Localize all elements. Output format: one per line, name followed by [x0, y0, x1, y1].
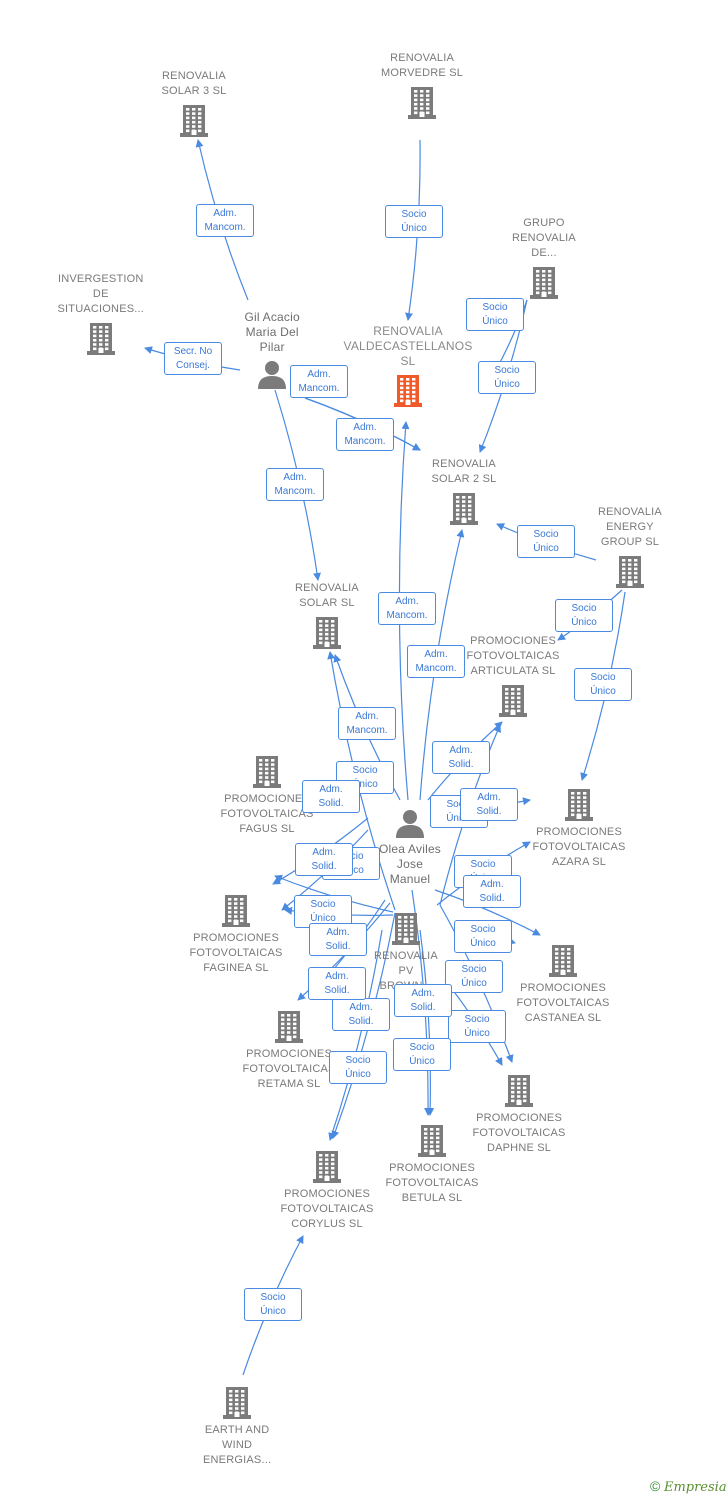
edge-label[interactable]: Adm. Solid. [302, 780, 360, 813]
building-icon [418, 1123, 447, 1157]
edge-label[interactable]: Adm. Solid. [295, 843, 353, 876]
building-icon [449, 491, 478, 525]
building-icon [565, 787, 594, 821]
node-label: PROMOCIONES FOTOVOLTAICAS FAGUS SL [220, 793, 314, 835]
edge-label[interactable]: Adm. Mancom. [338, 707, 396, 740]
edge-label[interactable]: Socio Único [555, 599, 613, 632]
node-label: RENOVALIA SOLAR SL [295, 582, 359, 609]
node-label: Gil Acacio Maria Del Pilar [244, 310, 300, 354]
building-icon [86, 321, 115, 355]
edge-pvbrown-betula [419, 929, 435, 1116]
node-label: INVERGESTION DE SITUACIONES... [57, 273, 145, 315]
edge-label[interactable]: Socio Único [294, 895, 352, 928]
edge-label[interactable]: Socio Único [244, 1288, 302, 1321]
edge-label[interactable]: Socio Único [393, 1038, 451, 1071]
node-label: RENOVALIA VALDECASTELLANOS SL [343, 324, 473, 368]
node-label: PROMOCIONES FOTOVOLTAICAS ARTICULATA SL [466, 635, 560, 677]
edge-label[interactable]: Adm. Mancom. [336, 418, 394, 451]
edge-label[interactable]: Adm. Mancom. [407, 645, 465, 678]
building-icon [529, 265, 558, 299]
building-icon [499, 683, 528, 717]
node-earth[interactable]: EARTH AND WIND ENERGIAS... [203, 1385, 271, 1468]
node-label: RENOVALIA SOLAR 3 SL [161, 70, 227, 97]
edge-label[interactable]: Adm. Solid. [308, 967, 366, 1000]
node-pvbrown[interactable]: RENOVALIA PV BROWN... [374, 911, 438, 994]
node-grupo[interactable]: GRUPO RENOVALIA DE... [512, 216, 576, 299]
building-icon [394, 373, 423, 407]
node-betula[interactable]: PROMOCIONES FOTOVOLTAICAS BETULA SL [386, 1123, 479, 1206]
person-icon [395, 808, 425, 838]
edge-label[interactable]: Adm. Solid. [309, 923, 367, 956]
node-label: PROMOCIONES FOTOVOLTAICAS DAPHNE SL [472, 1112, 566, 1154]
node-solar2[interactable]: RENOVALIA SOLAR 2 SL [432, 457, 497, 525]
node-label: PROMOCIONES FOTOVOLTAICAS BETULA SL [385, 1162, 479, 1204]
building-icon [179, 103, 208, 137]
node-label: PROMOCIONES FOTOVOLTAICAS CORYLUS SL [280, 1188, 374, 1230]
node-faginea[interactable]: PROMOCIONES FOTOVOLTAICAS FAGINEA SL [190, 893, 283, 976]
node-label: PROMOCIONES FOTOVOLTAICAS CASTANEA SL [516, 982, 610, 1024]
edge-olea-castanea [434, 889, 541, 936]
node-corylus[interactable]: PROMOCIONES FOTOVOLTAICAS CORYLUS SL [281, 1149, 374, 1232]
node-label: PROMOCIONES FOTOVOLTAICAS FAGINEA SL [189, 932, 283, 974]
edge-label[interactable]: Adm. Mancom. [290, 365, 348, 398]
node-retama[interactable]: PROMOCIONES FOTOVOLTAICAS RETAMA SL [243, 1009, 336, 1092]
building-icon [312, 615, 341, 649]
node-label: PROMOCIONES FOTOVOLTAICAS RETAMA SL [242, 1048, 336, 1090]
edge-label[interactable]: Socio Único [574, 668, 632, 701]
building-icon [408, 85, 437, 119]
node-label: RENOVALIA SOLAR 2 SL [431, 458, 497, 485]
node-label: RENOVALIA MORVEDRE SL [381, 52, 464, 79]
edge-label[interactable]: Socio Único [478, 361, 536, 394]
edge-label[interactable]: Socio Único [445, 960, 503, 993]
edge-label[interactable]: Adm. Mancom. [266, 468, 324, 501]
node-label: RENOVALIA ENERGY GROUP SL [598, 506, 662, 548]
edge-label[interactable]: Adm. Mancom. [196, 204, 254, 237]
node-label: EARTH AND WIND ENERGIAS... [203, 1424, 272, 1466]
edge-label[interactable]: Adm. Solid. [463, 875, 521, 908]
brand-logo: Empresia [663, 1480, 727, 1495]
node-energy[interactable]: RENOVALIA ENERGY GROUP SL [598, 505, 662, 588]
building-icon [275, 1009, 304, 1043]
node-olea[interactable]: Olea Aviles Jose Manuel [379, 808, 441, 887]
node-label: GRUPO RENOVALIA DE... [512, 217, 576, 259]
node-morvedre[interactable]: RENOVALIA MORVEDRE SL [381, 51, 463, 119]
edge-label[interactable]: Adm. Solid. [432, 741, 490, 774]
edge-label[interactable]: Socio Único [385, 205, 443, 238]
node-invergestion[interactable]: INVERGESTION DE SITUACIONES... [58, 272, 145, 355]
edge-label[interactable]: Adm. Mancom. [378, 592, 436, 625]
edge-label[interactable]: Socio Único [329, 1051, 387, 1084]
node-label: Olea Aviles Jose Manuel [379, 842, 442, 886]
node-articulata[interactable]: PROMOCIONES FOTOVOLTAICAS ARTICULATA SL [467, 634, 560, 717]
node-gil[interactable]: Gil Acacio Maria Del Pilar [245, 310, 300, 389]
node-daphne[interactable]: PROMOCIONES FOTOVOLTAICAS DAPHNE SL [473, 1073, 566, 1156]
node-fagus[interactable]: PROMOCIONES FOTOVOLTAICAS FAGUS SL [221, 754, 314, 837]
edge-label[interactable]: Adm. Solid. [460, 788, 518, 821]
building-icon [391, 911, 420, 945]
edge-label[interactable]: Socio Único [517, 525, 575, 558]
node-solar[interactable]: RENOVALIA SOLAR SL [295, 581, 359, 649]
node-valdecastellanos[interactable]: RENOVALIA VALDECASTELLANOS SL [344, 324, 473, 407]
edge-label[interactable]: Secr. No Consej. [164, 342, 222, 375]
copyright-symbol: © [650, 1478, 661, 1494]
person-icon [257, 359, 287, 389]
building-icon [223, 1385, 252, 1419]
building-icon [505, 1073, 534, 1107]
footer: © Empresia [650, 1478, 727, 1495]
edge-pvbrown-corylus [328, 929, 383, 1141]
building-icon [615, 554, 644, 588]
node-azara[interactable]: PROMOCIONES FOTOVOLTAICAS AZARA SL [533, 787, 626, 870]
edge-label[interactable]: Socio Único [466, 298, 524, 331]
node-label: PROMOCIONES FOTOVOLTAICAS AZARA SL [532, 826, 626, 868]
building-icon [222, 893, 251, 927]
edge-label[interactable]: Socio Único [454, 920, 512, 953]
node-castanea[interactable]: PROMOCIONES FOTOVOLTAICAS CASTANEA SL [517, 943, 610, 1026]
edge-label[interactable]: Adm. Solid. [394, 984, 452, 1017]
building-icon [313, 1149, 342, 1183]
node-solar3[interactable]: RENOVALIA SOLAR 3 SL [162, 69, 227, 137]
building-icon [253, 754, 282, 788]
edge-label[interactable]: Socio Único [448, 1010, 506, 1043]
building-icon [549, 943, 578, 977]
edge-label[interactable]: Adm. Solid. [332, 998, 390, 1031]
